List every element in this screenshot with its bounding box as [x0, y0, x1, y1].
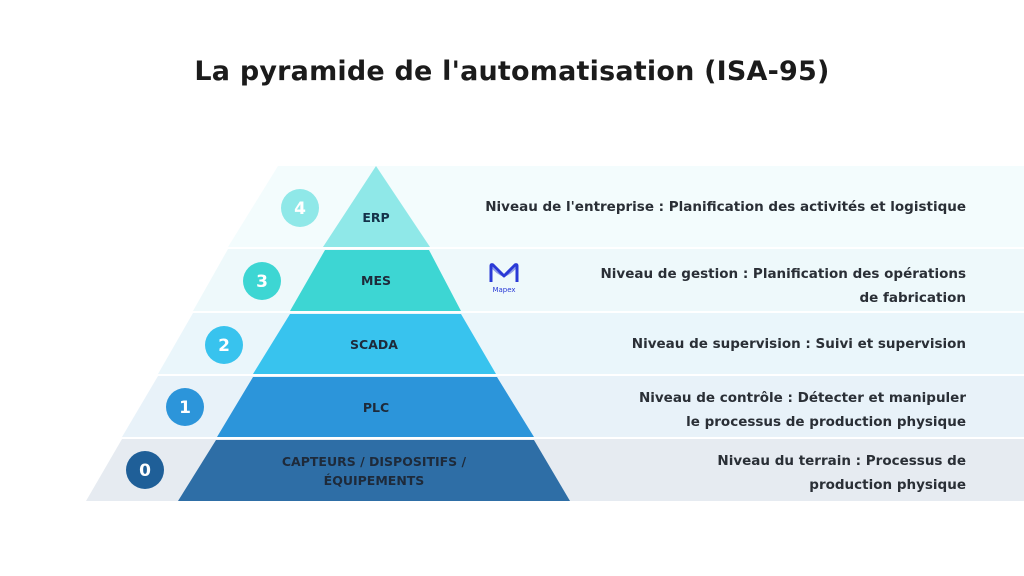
description-level-0-line2: production physique [809, 477, 966, 493]
level-number-1: 1 [179, 398, 191, 418]
description-level-1-line2: le processus de production physique [686, 414, 966, 430]
pyramid-segment-field [178, 440, 570, 501]
description-level-4-line1: Niveau de l'entreprise : Planification d… [485, 199, 966, 215]
level-badge-0 [126, 451, 164, 489]
level-badge-2 [205, 326, 243, 364]
level-number-3: 3 [256, 272, 268, 292]
pyramid-segment-mes [290, 250, 461, 311]
level-badge-4 [281, 189, 319, 227]
description-level-2: Niveau de supervision : Suivi et supervi… [632, 332, 966, 356]
pyramid-segment-plc [217, 377, 534, 437]
level-name-field-line2: ÉQUIPEMENTS [324, 473, 425, 488]
mapex-logo-text: Mapex [492, 286, 516, 294]
level-name-erp: ERP [362, 210, 389, 225]
description-level-2-line1: Niveau de supervision : Suivi et supervi… [631, 336, 966, 352]
level-number-4: 4 [294, 199, 306, 219]
level-badge-3 [243, 262, 281, 300]
level-badge-1 [166, 388, 204, 426]
description-level-3: Niveau de gestion : Planification des op… [600, 262, 966, 310]
description-level-3-line2: de fabrication [859, 290, 966, 306]
description-level-1: Niveau de contrôle : Détecter et manipul… [639, 386, 966, 434]
description-level-0-line1: Niveau du terrain : Processus de [717, 453, 966, 469]
level-name-scada: SCADA [350, 337, 398, 352]
mapex-logo: Mapex [484, 262, 524, 294]
band-level-4 [228, 166, 1024, 247]
level-number-2: 2 [218, 336, 230, 356]
mapex-logo-icon [489, 263, 519, 282]
page-title: La pyramide de l'automatisation (ISA-95) [194, 56, 830, 87]
level-name-mes: MES [361, 273, 391, 288]
description-level-4: Niveau de l'entreprise : Planification d… [485, 195, 966, 219]
level-name-plc: PLC [363, 400, 389, 415]
level-number-0: 0 [139, 461, 151, 481]
description-level-3-line1: Niveau de gestion : Planification des op… [600, 266, 966, 282]
description-level-1-line1: Niveau de contrôle : Détecter et manipul… [638, 390, 966, 406]
level-name-field: CAPTEURS / DISPOSITIFS / [282, 454, 467, 469]
pyramid-segment-erp [323, 166, 430, 247]
pyramid-segment-scada [253, 314, 496, 374]
description-level-0: Niveau du terrain : Processus de product… [717, 449, 966, 497]
